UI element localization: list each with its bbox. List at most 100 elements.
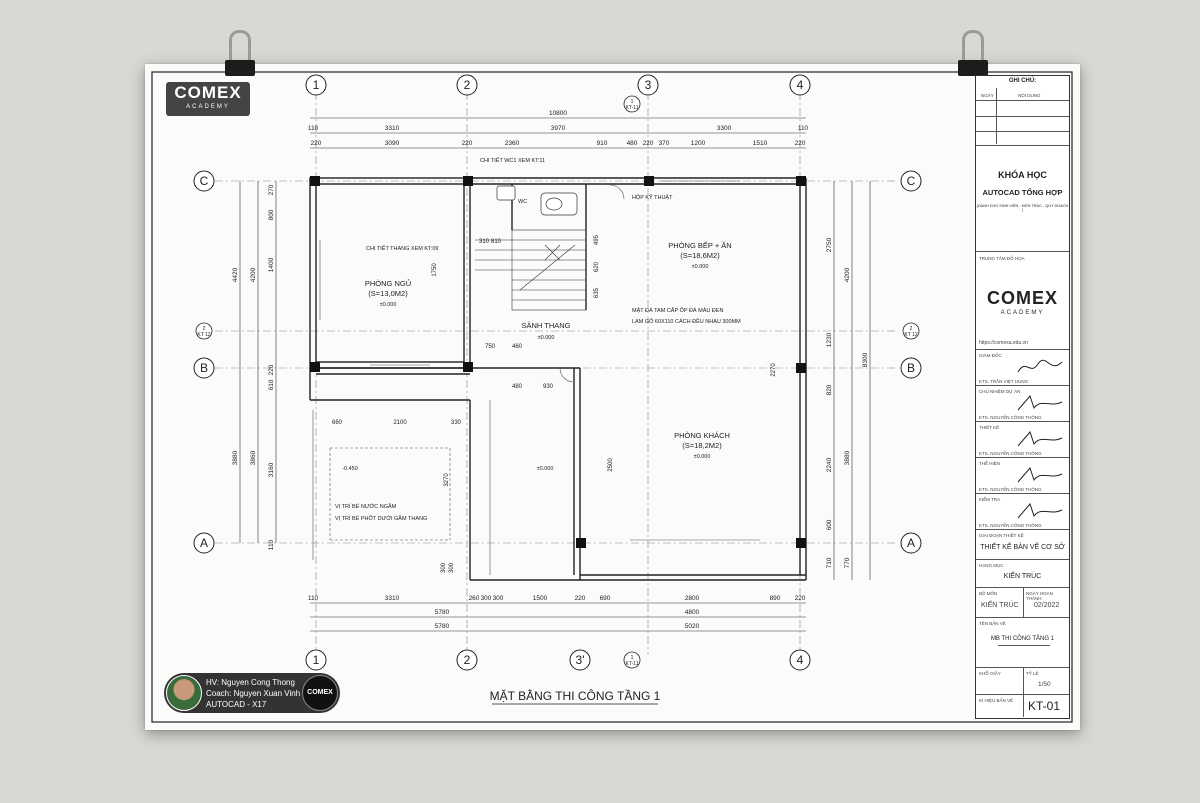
- svg-text:1230: 1230: [826, 332, 833, 347]
- svg-text:110: 110: [308, 125, 319, 132]
- svg-text:3090: 3090: [385, 140, 400, 147]
- axis-bottom-4: 4: [797, 653, 804, 667]
- svg-text:220: 220: [311, 140, 322, 147]
- axis-bottom-1: 1: [313, 653, 320, 667]
- note-wc: WC: [518, 199, 527, 205]
- tb-item: KIẾN TRÚC: [1003, 573, 1042, 580]
- tb-course1: KHÓA HỌC: [998, 170, 1047, 180]
- tb-phase: THIẾT KẾ BẢN VẼ CƠ SỞ: [980, 544, 1065, 551]
- tb-course2: AUTOCAD TỔNG HỢP: [982, 188, 1063, 197]
- svg-text:310: 310: [479, 239, 490, 245]
- axis-top-1: 1: [313, 78, 320, 92]
- svg-text:110: 110: [308, 595, 319, 602]
- signature-design: [1017, 431, 1063, 447]
- axis-bottom-3p: 3': [576, 653, 585, 667]
- signature-check: [1017, 503, 1063, 519]
- svg-text:930: 930: [543, 384, 554, 390]
- signature-exec: [1017, 467, 1063, 483]
- svg-text:770: 770: [844, 557, 851, 568]
- svg-text:2750: 2750: [826, 237, 833, 252]
- svg-text:2: 2: [910, 326, 913, 332]
- note-floor2: LAM GỖ 60X110 CÁCH ĐỀU NHAU 300MM: [632, 318, 741, 325]
- tb-code: KT-01: [1028, 699, 1061, 713]
- room-living-name: PHÒNG KHÁCH: [674, 431, 730, 440]
- side-tag-right: KT 12: [904, 332, 917, 338]
- svg-text:±0.000: ±0.000: [694, 454, 711, 460]
- svg-text:3160: 3160: [268, 462, 275, 477]
- axis-top-4: 4: [797, 78, 804, 92]
- svg-text:600: 600: [826, 519, 833, 530]
- title-block: GHI CHÚ: NGÀY NỘI DUNG KHÓA HỌC AUTOCAD …: [975, 75, 1070, 719]
- tb-logo-brand: COMEX: [986, 288, 1058, 308]
- svg-text:710: 710: [826, 557, 833, 568]
- svg-text:3860: 3860: [250, 450, 257, 465]
- svg-text:1750: 1750: [432, 263, 438, 277]
- svg-text:1: 1: [631, 655, 634, 661]
- room-bedroom-name: PHÒNG NGỦ: [365, 279, 411, 288]
- svg-text:2500: 2500: [608, 458, 614, 472]
- logo-brand: COMEX: [174, 83, 242, 102]
- yard-level: ±0.000: [537, 466, 554, 472]
- tb-scale: 1/50: [1038, 681, 1051, 688]
- svg-text:110: 110: [798, 125, 809, 132]
- svg-text:2240: 2240: [826, 457, 833, 472]
- svg-text:370: 370: [659, 140, 670, 147]
- svg-text:4420: 4420: [232, 267, 239, 282]
- svg-text:690: 690: [600, 595, 611, 602]
- svg-text:660: 660: [332, 420, 343, 426]
- svg-text:260: 260: [469, 595, 480, 602]
- dim-overall: 10800: [549, 110, 567, 117]
- axis-bottom-2: 2: [464, 653, 471, 667]
- comex-logo-badge: COMEX ACADEMY: [166, 82, 250, 116]
- svg-text:480: 480: [512, 384, 523, 390]
- tb-center-label: TRUNG TÂM ĐỒ HỌA: [979, 256, 1025, 261]
- svg-text:1400: 1400: [268, 257, 275, 272]
- svg-text:2270: 2270: [771, 363, 777, 377]
- svg-text:1: 1: [631, 99, 634, 105]
- course-code: AUTOCAD - X17: [206, 700, 267, 709]
- drawing-sheet: [145, 64, 1080, 730]
- note-tank2: VỊ TRÍ BỂ PHỐT DƯỚI GẦM THANG: [335, 515, 427, 522]
- svg-text:910: 910: [597, 140, 608, 147]
- axis-right-b: B: [907, 361, 915, 375]
- svg-text:220: 220: [643, 140, 654, 147]
- svg-text:300: 300: [493, 595, 504, 602]
- svg-text:3880: 3880: [232, 450, 239, 465]
- axis-top-2: 2: [464, 78, 471, 92]
- ext-level: -0.450: [342, 466, 358, 472]
- svg-text:2100: 2100: [393, 420, 407, 426]
- tb-website: https://comexa.edu.vn: [979, 340, 1028, 346]
- avatar: [166, 675, 202, 711]
- signature-director: [1017, 359, 1063, 373]
- svg-text:300: 300: [449, 562, 455, 573]
- note-stair-detail: CHI TIẾT THANG XEM KT:09: [366, 245, 438, 252]
- axis-bubbles-top: [305, 74, 811, 96]
- svg-text:3310: 3310: [385, 595, 400, 602]
- svg-text:300: 300: [441, 562, 447, 573]
- axis-left-b: B: [200, 361, 208, 375]
- room-lobby-name: SẢNH THANG: [521, 321, 570, 330]
- svg-text:±0.000: ±0.000: [692, 264, 709, 270]
- tb-sheet-name: MB THI CÔNG TẦNG 1: [990, 636, 1055, 642]
- axis-left-a: A: [200, 536, 208, 550]
- svg-text:220: 220: [795, 595, 806, 602]
- svg-text:610: 610: [268, 379, 275, 390]
- svg-text:620: 620: [594, 261, 600, 272]
- axis-top-3: 3: [645, 78, 652, 92]
- svg-text:220: 220: [268, 364, 275, 375]
- svg-text:270: 270: [268, 184, 275, 195]
- svg-text:480: 480: [627, 140, 638, 147]
- svg-text:4200: 4200: [250, 267, 257, 282]
- section-tag-bottom: KT-11: [626, 661, 639, 667]
- drawing-title: MẶT BẰNG THI CÔNG TẦNG 1: [490, 688, 661, 703]
- svg-text:2800: 2800: [685, 595, 700, 602]
- svg-text:750: 750: [485, 344, 496, 350]
- svg-text:890: 890: [770, 595, 781, 602]
- axis-bubbles-bottom: [305, 649, 811, 671]
- logo-sub: ACADEMY: [186, 104, 230, 110]
- svg-text:110: 110: [268, 539, 275, 550]
- svg-text:800: 800: [268, 209, 275, 220]
- svg-text:220: 220: [462, 140, 473, 147]
- note-wc-detail: CHI TIẾT WC1 XEM KT:11: [480, 157, 545, 164]
